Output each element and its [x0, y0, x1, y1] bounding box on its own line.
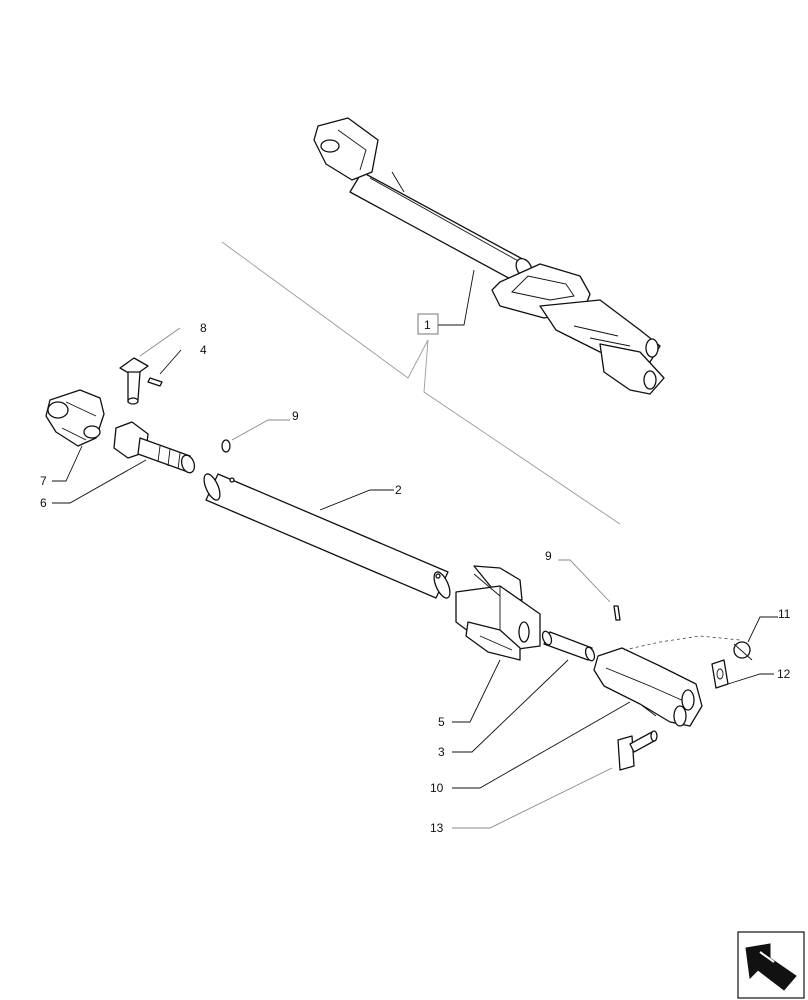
callout-9-lower: 9: [545, 549, 552, 563]
part-9-spring-pin: [613, 605, 621, 621]
callouts: 1 2 3 4 5 6 7 8 9 9 10 11 12 13: [40, 313, 791, 835]
top-link-assembly: [313, 117, 665, 395]
part-4-small-pin: [147, 377, 163, 387]
part-10-hook-clevis: [593, 635, 741, 727]
part-6-adjuster-screw: [113, 421, 196, 474]
callout-11: 11: [778, 607, 791, 621]
callout-4: 4: [200, 343, 207, 357]
part-13-pin: [617, 730, 658, 771]
callout-3: 3: [438, 745, 445, 759]
navigation-arrow-icon[interactable]: [737, 931, 805, 999]
part-2-tube: [203, 473, 451, 599]
part-8-pin: [119, 357, 149, 405]
callout-13: 13: [430, 821, 444, 835]
callout-8: 8: [200, 321, 207, 335]
callout-10: 10: [430, 781, 444, 795]
leader-lines: [52, 269, 778, 829]
callout-7: 7: [40, 474, 47, 488]
part-11-lynch-pin: [733, 641, 753, 661]
assembly-bracket: [221, 241, 621, 525]
part-12-washer: [711, 659, 729, 689]
callout-5: 5: [438, 715, 445, 729]
callout-6: 6: [40, 496, 47, 510]
part-5-handle: [455, 565, 541, 661]
callout-9-upper: 9: [292, 409, 299, 423]
part-9-ring-upper: [221, 439, 231, 453]
part-7-clevis: [45, 389, 105, 447]
part-3-bush: [541, 630, 596, 662]
callout-1-box: [417, 313, 439, 335]
callout-12: 12: [777, 667, 791, 681]
callout-2: 2: [395, 483, 402, 497]
callout-1: 1: [424, 318, 431, 332]
